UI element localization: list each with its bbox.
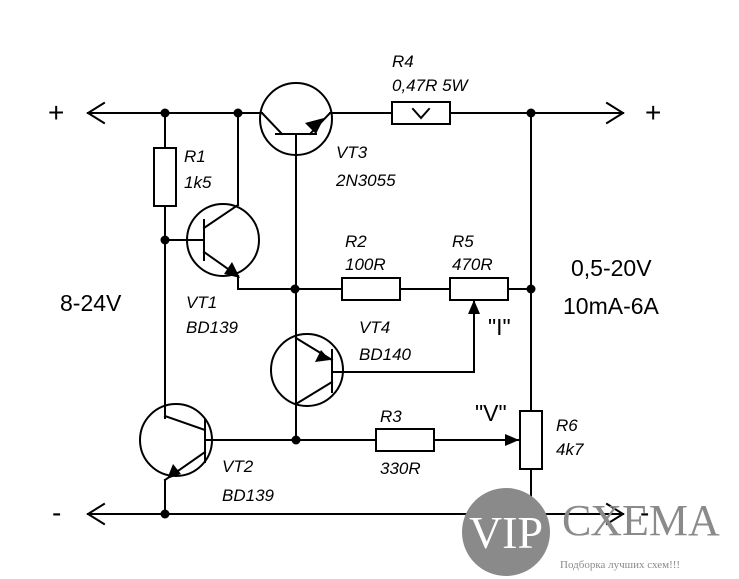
current-pot-label: "I" xyxy=(488,314,511,340)
input-voltage-label: 8-24V xyxy=(60,290,122,316)
vip-logo: VIP СХЕМА Подборка лучших схем!!! xyxy=(462,488,720,576)
vt1-transistor xyxy=(186,112,296,290)
r1-value: 1k5 xyxy=(184,173,212,192)
logo-badge-text: VIP xyxy=(469,507,543,558)
logo-name: СХЕМА xyxy=(562,496,720,545)
r3-resistor xyxy=(375,428,519,452)
r6-branch xyxy=(519,112,543,515)
vt4-ref: VT4 xyxy=(359,318,390,337)
vt3-ref: VT3 xyxy=(336,143,368,162)
voltage-pot-label: "V" xyxy=(475,400,507,426)
vt4-value: BD140 xyxy=(359,345,412,364)
output-voltage-label: 0,5-20V xyxy=(571,255,652,281)
vt3-transistor xyxy=(259,82,333,441)
vt2-ref: VT2 xyxy=(222,457,254,476)
input-plus-sign: + xyxy=(48,97,64,128)
r5-ref: R5 xyxy=(452,232,474,251)
r4-resistor xyxy=(391,101,451,125)
r3-ref: R3 xyxy=(380,407,402,426)
r2-ref: R2 xyxy=(345,232,367,251)
r1-resistor xyxy=(153,147,177,207)
r5-value: 470R xyxy=(452,255,493,274)
logo-tagline: Подборка лучших схем!!! xyxy=(560,559,680,571)
r1-ref: R1 xyxy=(184,147,206,166)
output-current-label: 10mA-6A xyxy=(563,293,660,319)
r2-value: 100R xyxy=(345,255,386,274)
input-minus-sign: - xyxy=(52,497,61,528)
r6-value: 4k7 xyxy=(556,440,584,459)
r4-ref: R4 xyxy=(392,52,414,71)
positive-rail xyxy=(86,101,625,125)
logo-badge-circle xyxy=(462,488,550,576)
output-minus-sign: - xyxy=(640,497,649,528)
r3-value: 330R xyxy=(380,459,421,478)
r2-resistor xyxy=(341,277,401,301)
vt1-value: BD139 xyxy=(186,318,239,337)
vt1-ref: VT1 xyxy=(186,293,217,312)
r6-ref: R6 xyxy=(556,416,578,435)
output-plus-sign: + xyxy=(645,97,661,128)
vt2-value: BD139 xyxy=(222,486,275,505)
vt3-value: 2N3055 xyxy=(335,171,396,190)
r2-r5-row xyxy=(294,277,532,373)
r6-resistor xyxy=(519,410,543,470)
vt2-transistor xyxy=(139,403,377,482)
vt4-transistor xyxy=(270,333,344,407)
r4-value: 0,47R 5W xyxy=(392,76,470,95)
r5-resistor xyxy=(449,277,509,301)
